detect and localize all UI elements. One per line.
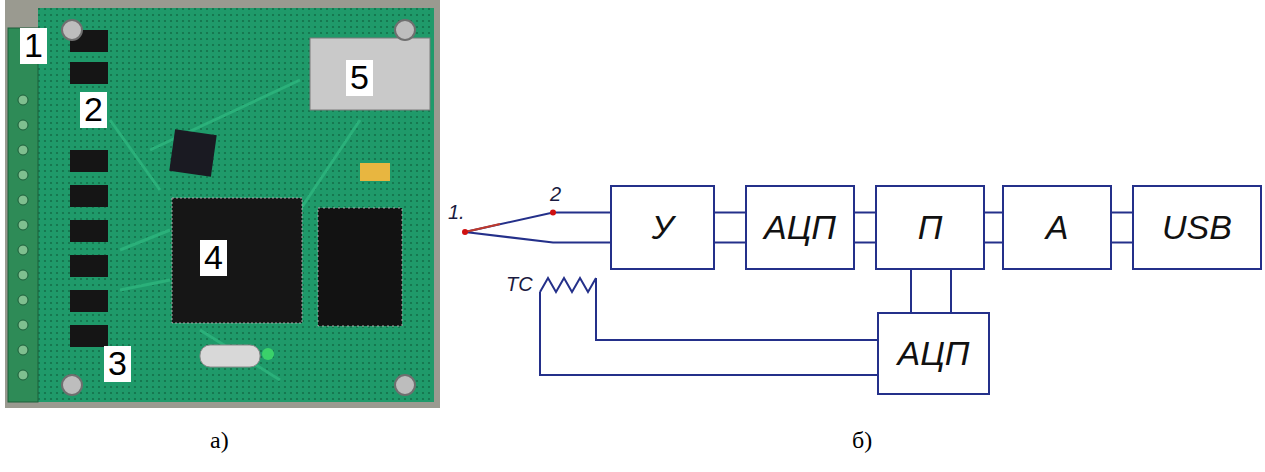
block-label: П (918, 209, 943, 246)
wire (715, 242, 745, 244)
sensor-label: ТС (504, 274, 535, 295)
mounting-holes (62, 20, 415, 395)
block-label: USB (1162, 209, 1232, 246)
callout-number: 2 (80, 92, 107, 128)
adc-box: АЦП (745, 185, 855, 270)
signal-bus (715, 213, 745, 243)
callout-number: 3 (104, 346, 131, 382)
wire (715, 212, 745, 214)
signal-bus (1112, 213, 1132, 243)
wire (1112, 212, 1132, 214)
terminal-screws (18, 95, 28, 380)
resistance-thermometer (540, 278, 877, 375)
amplifier-box: У (610, 185, 715, 270)
wire (855, 242, 875, 244)
callout-number: 5 (346, 60, 373, 96)
amplifier-chips (70, 30, 108, 347)
callout-number: 4 (200, 240, 227, 276)
wire (950, 270, 952, 312)
signal-bus (911, 270, 951, 312)
adapter-box: А (1002, 185, 1112, 270)
usb-connector (310, 38, 430, 110)
block-label: А (1046, 209, 1069, 246)
callout-number: 1 (20, 28, 47, 64)
memory-chip (318, 208, 402, 326)
subfigure-label: а) (210, 428, 229, 453)
terminal-block (8, 28, 38, 402)
wire (1112, 242, 1132, 244)
wire (985, 212, 1002, 214)
signal-bus (855, 213, 875, 243)
processor-box: П (875, 185, 985, 270)
capacitor (360, 163, 390, 181)
crystal (200, 345, 260, 367)
thermocouple-symbol (462, 210, 610, 243)
usb-box: USB (1132, 185, 1262, 270)
microcontroller-chip (172, 198, 302, 323)
wire (855, 212, 875, 214)
wire (985, 242, 1002, 244)
adc-box: АЦП (877, 312, 990, 395)
wire (910, 270, 912, 312)
subfigure-label: б) (852, 428, 872, 453)
block-label: АЦП (897, 335, 969, 372)
pcb-board (38, 8, 434, 402)
signal-bus (985, 213, 1002, 243)
junction-label: 2 (548, 184, 563, 205)
block-label: У (652, 209, 674, 246)
junction-label: 1. (446, 202, 467, 223)
adc-chip (169, 129, 216, 176)
block-label: АЦП (764, 209, 836, 246)
photo-background (5, 0, 440, 408)
led (262, 348, 274, 360)
